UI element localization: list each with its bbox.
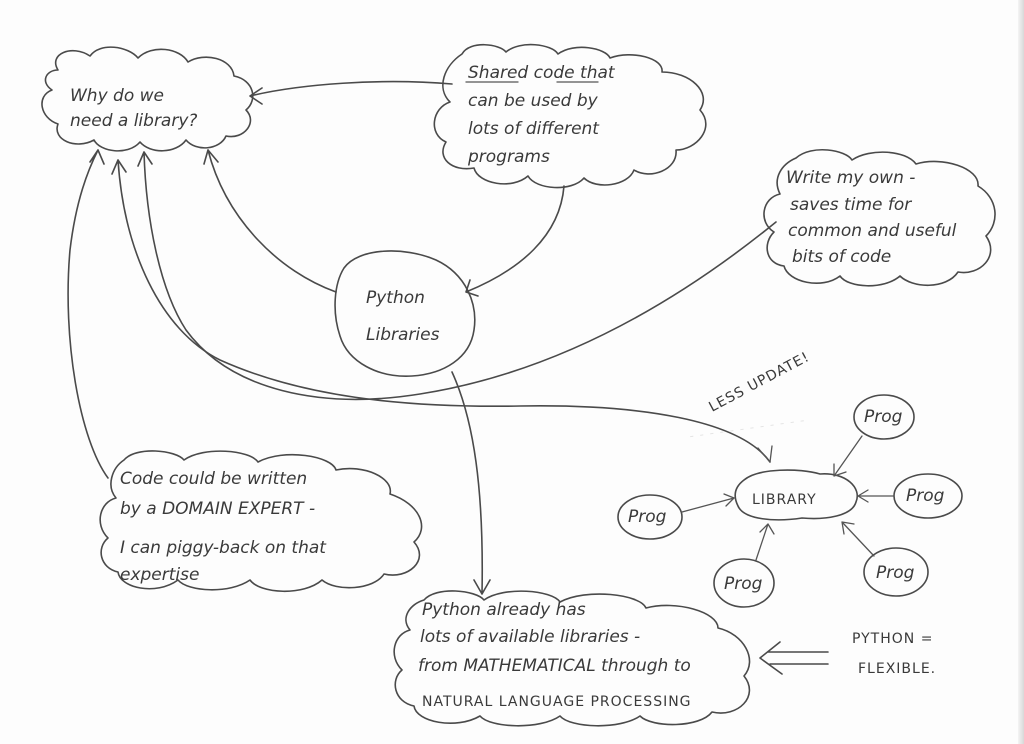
prog-label-bottom-right: Prog — [876, 563, 915, 583]
prog-label-right: Prog — [906, 486, 945, 506]
question-cloud: Why do we need a library? — [41, 46, 254, 152]
already-line-1: Python already has — [422, 600, 586, 620]
python-line-1: Python — [366, 288, 425, 308]
prog-node-bottom — [713, 558, 775, 608]
spoke-bottom — [755, 523, 775, 561]
already-line-3: from MATHEMATICAL through to — [418, 656, 691, 676]
write-own-line-2: saves time for — [790, 195, 912, 215]
shared-code-cloud: Shared code that can be used by lots of … — [433, 43, 707, 189]
question-line-2: need a library? — [70, 111, 197, 131]
write-own-cloud: Write my own - saves time for common and… — [763, 148, 996, 287]
already-line-4: NATURAL LANGUAGE PROCESSING — [422, 694, 692, 710]
domain-line-1: Code could be written — [120, 469, 307, 489]
flexible-note: PYTHON = FLEXIBLE. — [759, 631, 936, 677]
prog-label-left: Prog — [628, 507, 667, 527]
prog-node-bottom-right — [863, 547, 929, 597]
domain-line-4: expertise — [120, 565, 199, 585]
arrow-domain-to-question — [67, 149, 109, 479]
library-diagram: LIBRARY Prog Prog Prog Prog Prog LESS UP… — [617, 349, 963, 608]
write-own-line-4: bits of code — [792, 247, 891, 267]
python-libraries-node: Python Libraries — [334, 250, 476, 377]
bleed-through-mark: - - - - - - - - - - - - — [688, 413, 806, 443]
flexible-line-1: PYTHON = — [852, 631, 933, 647]
write-own-line-3: common and useful — [788, 221, 957, 241]
flexible-double-arrow — [759, 641, 829, 675]
prog-label-top: Prog — [864, 407, 903, 427]
already-line-2: lots of available libraries - — [420, 627, 640, 647]
arrow-python-to-already — [451, 371, 491, 595]
spoke-bottom-right — [841, 521, 875, 557]
spoke-left — [681, 493, 735, 513]
arrow-library-to-question — [111, 159, 771, 463]
prog-label-bottom: Prog — [724, 574, 763, 594]
library-center-shape — [734, 469, 859, 521]
arrow-shared-to-question — [249, 80, 453, 105]
question-line-1: Why do we — [70, 86, 164, 106]
prog-node-top — [853, 394, 915, 440]
write-own-line-1: Write my own - — [786, 168, 915, 188]
library-center-label: LIBRARY — [752, 492, 817, 508]
domain-expert-cloud: Code could be written by a DOMAIN EXPERT… — [99, 450, 423, 593]
python-already-cloud: Python already has lots of available lib… — [393, 590, 751, 727]
arrow-write-own-to-question — [137, 151, 777, 401]
connectors — [67, 80, 777, 595]
domain-line-2: by a DOMAIN EXPERT - — [120, 499, 315, 519]
arrowhead-into-library — [757, 445, 773, 463]
spoke-right — [857, 489, 895, 503]
python-line-2: Libraries — [366, 325, 440, 345]
paper-edge-shadow — [1018, 0, 1024, 744]
flexible-line-2: FLEXIBLE. — [858, 661, 936, 677]
shared-line-1: Shared code that — [468, 63, 616, 83]
arrow-shared-to-python — [465, 185, 565, 297]
less-update-annotation: LESS UPDATE! — [706, 349, 812, 416]
shared-line-2: can be used by — [468, 91, 599, 111]
shared-line-4: programs — [467, 147, 550, 167]
spoke-top — [833, 435, 863, 477]
domain-line-3: I can piggy-back on that — [120, 538, 327, 558]
arrow-python-to-question — [203, 149, 337, 293]
prog-node-left — [617, 494, 683, 540]
shared-line-3: lots of different — [468, 119, 600, 139]
